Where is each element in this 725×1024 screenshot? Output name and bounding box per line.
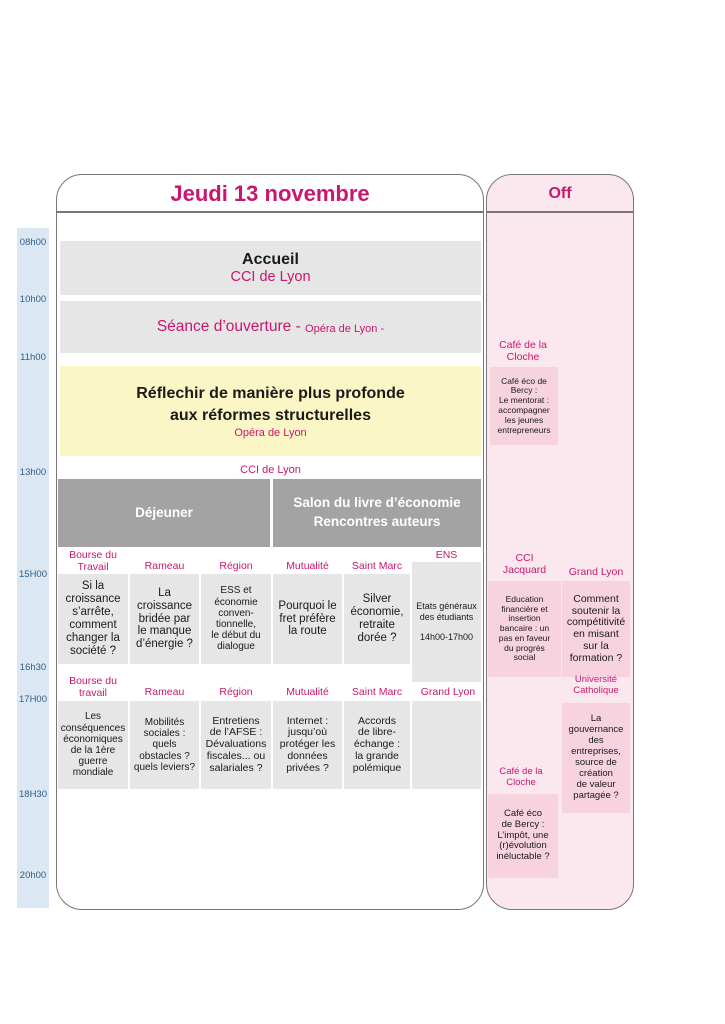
reflechir-block: Réflechir de manière plus profonde aux r… [60,366,481,456]
time-label: 11h00 [20,352,46,363]
time-label: 18H30 [19,789,47,800]
time-label: 20h00 [19,870,47,881]
off-panel-divider [487,211,633,213]
session-header: ENS [435,548,458,561]
session-cell: ESS et économie conven- tionnelle, le dé… [201,574,271,664]
day-title: Jeudi 13 novembre [170,181,370,206]
session-header: Région [219,685,253,698]
off-event-gouvernance: La gouvernance des entreprises, source d… [562,703,630,813]
off-title: Off [548,185,572,202]
off-header-grand-lyon: Grand Lyon [568,565,624,578]
session-cell: Accords de libre- échange : la grande po… [344,701,410,789]
session-cell: Les conséquences économiques de la 1ère … [58,701,128,789]
session-header: Mutualité [286,685,329,698]
time-label: 16h30 [19,662,47,673]
session-cell: Pourquoi le fret préfère la route [273,574,342,664]
ouverture-title: Séance d’ouverture - [156,318,306,335]
session-header: Mutualité [286,559,329,572]
session-header: Saint Marc [351,685,403,698]
session-cell: La croissance bridée par le manque d’éne… [130,574,199,664]
accueil-block: Accueil CCI de Lyon [60,241,481,295]
ouverture-block: Séance d’ouverture - Opéra de Lyon - [60,301,481,353]
ouverture-place: Opéra de Lyon - [305,322,385,335]
time-label: 17H00 [19,694,47,705]
session-cell: Internet : jusqu’où protéger les données… [273,701,342,789]
session-header: Rameau [144,559,185,572]
off-header-cci-jacquard: CCI Jacquard [502,551,547,576]
reflechir-place: Opéra de Lyon [234,426,307,439]
reflechir-title: Réflechir de manière plus profonde aux r… [136,385,405,424]
off-header-cafe-cloche: Café de la Cloche [499,338,547,363]
session-cell: Silver économie, retraite dorée ? [344,574,410,664]
off-event-competitivite: Comment soutenir la compétitivité en mis… [562,581,630,677]
session-cell [412,701,481,789]
panel-divider [57,211,483,213]
session-header: Région [219,559,253,572]
off-header-universite: Université Catholique [573,674,619,696]
off-event-impot: Café éco de Bercy : L’impôt, une (r)évol… [488,794,558,878]
time-label: 10h00 [19,294,47,305]
salon-block: Salon du livre d’économie Rencontres aut… [273,479,481,547]
session-header: Saint Marc [351,559,403,572]
time-label: 15H00 [19,569,47,580]
session-cell: Mobilités sociales : quels obstacles ? q… [130,701,199,789]
accueil-title: Accueil [242,251,299,268]
dejeuner-block: Déjeuner [58,479,270,547]
time-label: 08h00 [19,237,47,248]
accueil-place: CCI de Lyon [230,269,311,285]
time-label: 13h00 [19,467,47,478]
time-column [17,228,49,908]
session-header: Bourse du Travail [69,548,117,573]
session-cell: Entretiens de l’AFSE : Dévaluations fisc… [201,701,271,789]
session-header: Bourse du travail [69,674,117,699]
off-header-cafe-cloche-2: Café de la Cloche [499,766,543,788]
session-header: Grand Lyon [420,685,476,698]
session-header: Rameau [144,685,185,698]
session-cell: Si la croissance s’arrête, comment chang… [58,574,128,664]
cci-lyon-label: CCI de Lyon [240,464,301,476]
off-event-education: Education financière et insertion bancai… [488,581,561,677]
session-cell: Etats généraux des étudiants 14h00-17h00 [412,562,481,682]
off-event-mentorat: Café éco de Bercy : Le mentorat : accomp… [490,367,558,445]
